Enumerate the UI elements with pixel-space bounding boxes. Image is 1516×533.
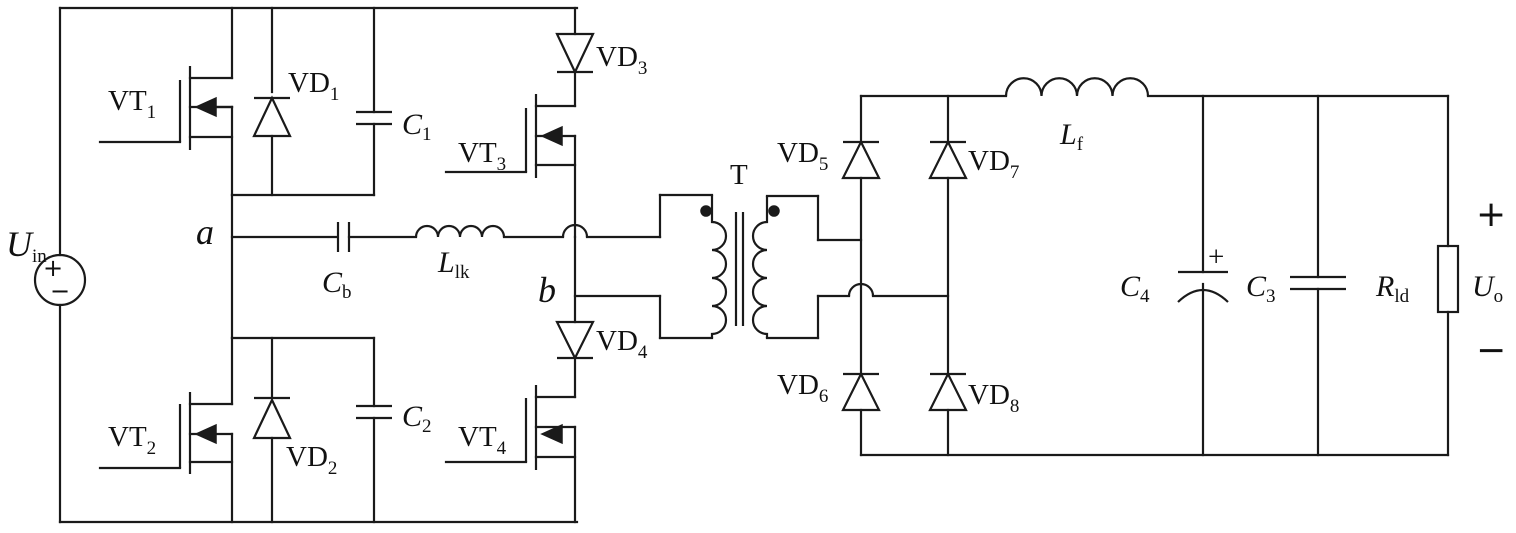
label-vd6: VD6 xyxy=(777,369,828,407)
label-c3: C3 xyxy=(1246,270,1276,307)
diode-vd3 xyxy=(555,32,595,75)
mosfet-vt2 xyxy=(98,392,217,474)
capacitor-c1 xyxy=(356,110,392,126)
label-uin: Uin xyxy=(6,224,47,267)
diode-vd5 xyxy=(841,139,881,180)
cap-plus-c4: + xyxy=(1208,241,1224,273)
mosfet-vt3 xyxy=(444,94,563,178)
label-node-b: b xyxy=(538,270,556,310)
label-vd3: VD3 xyxy=(596,41,647,79)
diode-vd1 xyxy=(252,95,292,138)
capacitor-c4 xyxy=(1177,270,1229,303)
output-plus: + xyxy=(1476,194,1506,235)
label-vt4: VT4 xyxy=(458,421,507,459)
input-rails xyxy=(58,6,579,524)
label-c4: C4 xyxy=(1120,270,1150,307)
diode-vd7 xyxy=(928,139,968,180)
svg-text:+: + xyxy=(43,254,63,282)
inductor-lf xyxy=(1004,77,1150,97)
voltage-source-uin: + − xyxy=(33,253,87,307)
right-leg-wiring xyxy=(534,6,662,524)
label-rld: Rld xyxy=(1375,270,1410,307)
label-transformer: T xyxy=(730,159,748,191)
label-vt3: VT3 xyxy=(458,137,506,175)
left-leg-wiring xyxy=(188,6,376,524)
series-path xyxy=(230,222,662,252)
label-c2: C2 xyxy=(402,400,432,437)
label-vd8: VD8 xyxy=(968,379,1019,417)
mosfet-vt1 xyxy=(98,66,234,150)
label-vt1: VT1 xyxy=(108,85,156,123)
capacitor-c2 xyxy=(356,404,392,420)
label-vd2: VD2 xyxy=(286,441,337,479)
label-vt2: VT2 xyxy=(108,421,156,459)
label-vd7: VD7 xyxy=(968,145,1019,183)
label-lf: Lf xyxy=(1059,118,1084,155)
label-node-a: a xyxy=(196,212,214,252)
diode-vd2 xyxy=(252,396,292,440)
diode-vd8 xyxy=(928,371,968,412)
label-uo: Uo xyxy=(1472,270,1503,307)
label-c1: C1 xyxy=(402,108,432,145)
diode-vd6 xyxy=(841,371,881,412)
mosfet-vt4 xyxy=(444,385,563,470)
output-minus: − xyxy=(1476,330,1506,371)
label-cb: Cb xyxy=(322,266,352,303)
rectifier-wiring xyxy=(816,94,1450,457)
svg-text:−: − xyxy=(50,277,70,305)
label-vd4: VD4 xyxy=(596,325,648,363)
label-vd5: VD5 xyxy=(777,137,828,175)
transformer-t xyxy=(658,193,820,340)
capacitor-c3 xyxy=(1290,275,1346,291)
label-llk: Llk xyxy=(437,246,470,283)
resistor-rld xyxy=(1436,244,1460,314)
diode-vd4 xyxy=(555,320,595,361)
label-vd1: VD1 xyxy=(288,67,339,105)
